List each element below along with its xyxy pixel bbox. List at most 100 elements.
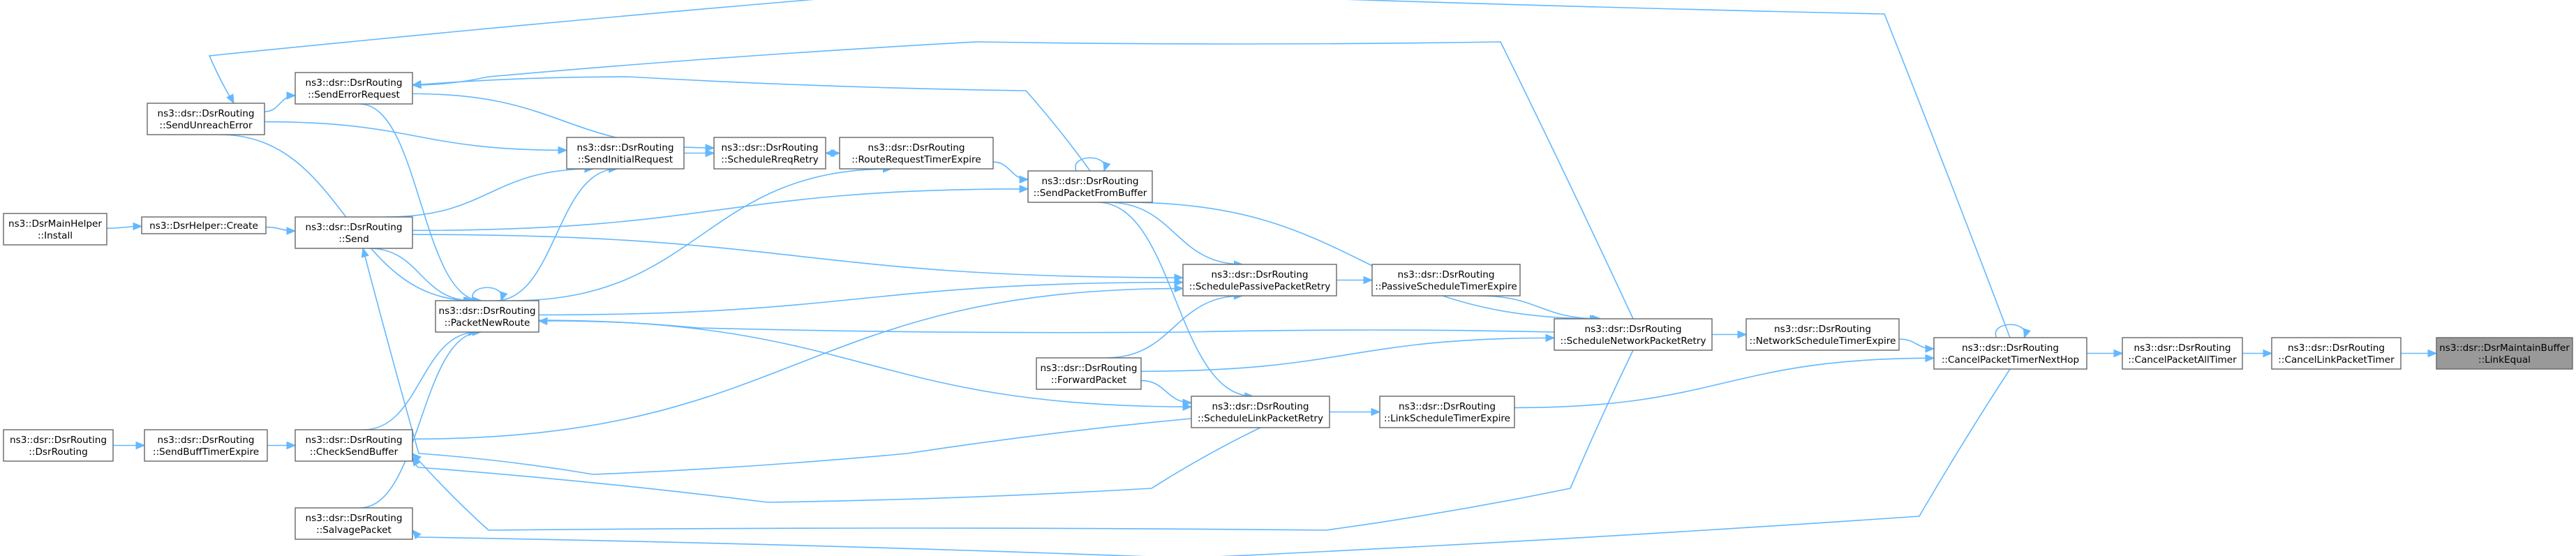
node-box xyxy=(295,216,413,249)
node-label: ns3::dsr::DsrRouting xyxy=(306,77,403,89)
arrowhead xyxy=(705,144,715,152)
node-box xyxy=(566,137,685,170)
node-schedulepassivepacketretry[interactable]: ns3::dsr::DsrRouting::SchedulePassivePac… xyxy=(1182,264,1337,296)
edge-line xyxy=(412,427,1261,503)
edge-line xyxy=(208,0,2011,338)
node-sendpacketfrombuffer[interactable]: ns3::dsr::DsrRouting::SendPacketFromBuff… xyxy=(1027,170,1153,203)
node-sendunreacherror[interactable]: ns3::dsr::DsrRouting::SendUnreachError xyxy=(147,103,265,135)
node-schedulenetworkpacketretry[interactable]: ns3::dsr::DsrRouting::ScheduleNetworkPac… xyxy=(1554,318,1713,351)
edge-line xyxy=(1097,202,1253,397)
node-packetnewroute[interactable]: ns3::dsr::DsrRouting::PacketNewRoute xyxy=(435,300,539,333)
node-box xyxy=(2122,337,2243,370)
edge-line xyxy=(495,168,618,301)
node-sendbufftimerexpire[interactable]: ns3::dsr::DsrRouting::SendBuffTimerExpir… xyxy=(144,429,268,462)
edge-line xyxy=(538,320,1192,407)
node-label: ::LinkScheduleTimerExpire xyxy=(1384,413,1510,424)
node-label: ns3::dsr::DsrRouting xyxy=(306,222,403,233)
node-cancelpacketalltimer[interactable]: ns3::dsr::DsrRouting::CancelPacketAllTim… xyxy=(2122,337,2243,370)
edge-sendunreacherror-to-senderrorrequest xyxy=(264,91,297,112)
node-box xyxy=(2271,337,2402,370)
edge-sendinitialrequest-to-schedulerreqretry xyxy=(684,149,715,158)
edge-send-to-schedulelinkpacketretry xyxy=(361,247,1192,475)
node-label: ns3::dsr::DsrRouting xyxy=(1962,343,2059,354)
arrowhead xyxy=(1925,354,1935,363)
node-box xyxy=(1027,170,1153,203)
edge-sendpacketfrombuffer-to-schedulepassivepacketretry xyxy=(1107,202,1244,269)
edge-schedulepassivepacketretry-to-passivescheduletimerexpire xyxy=(1337,276,1373,285)
edge-line xyxy=(1140,337,1555,373)
edge-cancelpacketalltimer-to-cancellinkpackettimer xyxy=(2242,349,2273,358)
edge-sendunreacherror-to-sendinitialrequest xyxy=(264,121,568,155)
arrowhead xyxy=(411,80,422,89)
node-box xyxy=(3,429,114,462)
arrowhead xyxy=(226,93,234,105)
edge-sendunreacherror-to-cancelpackettimernexthop xyxy=(208,0,2011,338)
node-label: ::SchedulePassivePacketRetry xyxy=(1189,281,1331,292)
edge-line xyxy=(412,188,1029,232)
node-label: ::LinkEqual xyxy=(2478,354,2531,366)
node-box xyxy=(147,103,265,135)
arrowhead xyxy=(705,149,715,158)
node-label: ::PacketNewRoute xyxy=(445,317,530,329)
edge-packetnewroute-to-schedulelinkpacketretry xyxy=(538,320,1193,411)
edge-salvagepacket-to-cancelpackettimernexthop xyxy=(412,368,2011,556)
node-sendinitialrequest[interactable]: ns3::dsr::DsrRouting::SendInitialRequest xyxy=(566,137,685,170)
arrowhead xyxy=(2427,349,2438,358)
edge-line xyxy=(412,41,1634,320)
edge-cancelpackettimernexthop-to-cancelpacketalltimer xyxy=(2087,349,2124,358)
edge-packetnewroute-to-routerequesttimerexpire xyxy=(512,165,893,301)
node-label: ns3::dsr::DsrRouting xyxy=(1042,176,1139,187)
node-cancelpackettimernexthop[interactable]: ns3::dsr::DsrRouting::CancelPacketTimerN… xyxy=(1933,337,2087,370)
node-checksendbuffer[interactable]: ns3::dsr::DsrRouting::CheckSendBuffer xyxy=(295,429,413,462)
node-routerequesttimerexpire[interactable]: ns3::dsr::DsrRouting::RouteRequestTimerE… xyxy=(839,137,994,170)
node-networkscheduletimerexpire[interactable]: ns3::dsr::DsrRouting::NetworkScheduleTim… xyxy=(1745,318,1900,351)
node-senderrorrequest[interactable]: ns3::dsr::DsrRouting::SendErrorRequest xyxy=(295,72,413,105)
node-box xyxy=(1745,318,1900,351)
node-cancellinkpackettimer[interactable]: ns3::dsr::DsrRouting::CancelLinkPacketTi… xyxy=(2271,337,2402,370)
node-label: ::SendPacketFromBuffer xyxy=(1034,188,1147,199)
edge-packetnewroute-to-schedulepassivepacketretry xyxy=(538,278,1184,316)
edge-senderrorrequest-to-sendpacketfrombuffer xyxy=(411,76,1091,172)
arrowhead xyxy=(2263,349,2273,358)
node-linkequal[interactable]: ns3::dsr::DsrMaintainBuffer::LinkEqual xyxy=(2436,337,2573,370)
node-dsrrouting[interactable]: ns3::dsr::DsrRouting::DsrRouting xyxy=(3,429,114,462)
arrowhead xyxy=(412,456,421,467)
edge-line xyxy=(264,95,296,112)
node-label: ns3::dsr::DsrRouting xyxy=(1212,269,1309,280)
node-label: ns3::dsr::DsrRouting xyxy=(2134,343,2231,354)
arrowhead xyxy=(1363,276,1373,285)
node-box xyxy=(435,300,539,333)
node-schedulelinkpacketretry[interactable]: ns3::dsr::DsrRouting::ScheduleLinkPacket… xyxy=(1191,396,1330,428)
node-label: ::RouteRequestTimerExpire xyxy=(851,154,981,165)
node-create[interactable]: ns3::DsrHelper::Create xyxy=(141,216,267,234)
node-forwardpacket[interactable]: ns3::dsr::DsrRouting::ForwardPacket xyxy=(1036,357,1142,390)
node-box xyxy=(1933,337,2087,370)
node-label: ::DsrRouting xyxy=(29,446,87,458)
edge-line xyxy=(412,234,1184,278)
node-label: ns3::dsr::DsrRouting xyxy=(722,142,819,153)
node-linkscheduletimerexpire[interactable]: ns3::dsr::DsrRouting::LinkScheduleTimerE… xyxy=(1379,396,1515,428)
node-schedulerreqretry[interactable]: ns3::dsr::DsrRouting::ScheduleRreqRetry xyxy=(713,137,826,170)
node-salvagepacket[interactable]: ns3::dsr::DsrRouting::SalvagePacket xyxy=(295,507,413,540)
edge-forwardpacket-to-schedulenetworkpacketretry xyxy=(1140,333,1556,373)
edge-checksendbuffer-to-schedulelinkpacketretry xyxy=(412,427,1261,503)
node-install[interactable]: ns3::DsrMainHelper::Install xyxy=(3,213,107,246)
call-graph-nodes: ns3::dsr::DsrMaintainBuffer::LinkEqualns… xyxy=(3,72,2573,540)
node-box xyxy=(1379,396,1515,428)
node-label: ::SendErrorRequest xyxy=(308,89,400,100)
node-label: ns3::dsr::DsrRouting xyxy=(1585,324,1682,335)
node-label: ns3::dsr::DsrRouting xyxy=(1041,363,1138,374)
arrowhead xyxy=(135,441,146,450)
node-label: ::PassiveScheduleTimerExpire xyxy=(1375,281,1517,292)
node-label: ns3::dsr::DsrRouting xyxy=(306,435,403,446)
edge-line xyxy=(386,168,593,218)
arrowhead xyxy=(1174,284,1184,293)
edge-packetnewroute-to-packetnewroute xyxy=(472,287,508,302)
arrowhead xyxy=(824,149,835,158)
edge-sendpacketfrombuffer-to-schedulenetworkpacketretry xyxy=(1124,202,1600,323)
edge-routerequesttimerexpire-to-schedulerreqretry xyxy=(824,149,840,158)
node-send[interactable]: ns3::dsr::DsrRouting::Send xyxy=(295,216,413,249)
edge-schedulenetworkpacketretry-to-networkscheduletimerexpire xyxy=(1711,330,1748,339)
node-passivescheduletimerexpire[interactable]: ns3::dsr::DsrRouting::PassiveScheduleTim… xyxy=(1371,264,1521,296)
node-label: ::SendBuffTimerExpire xyxy=(153,446,259,458)
